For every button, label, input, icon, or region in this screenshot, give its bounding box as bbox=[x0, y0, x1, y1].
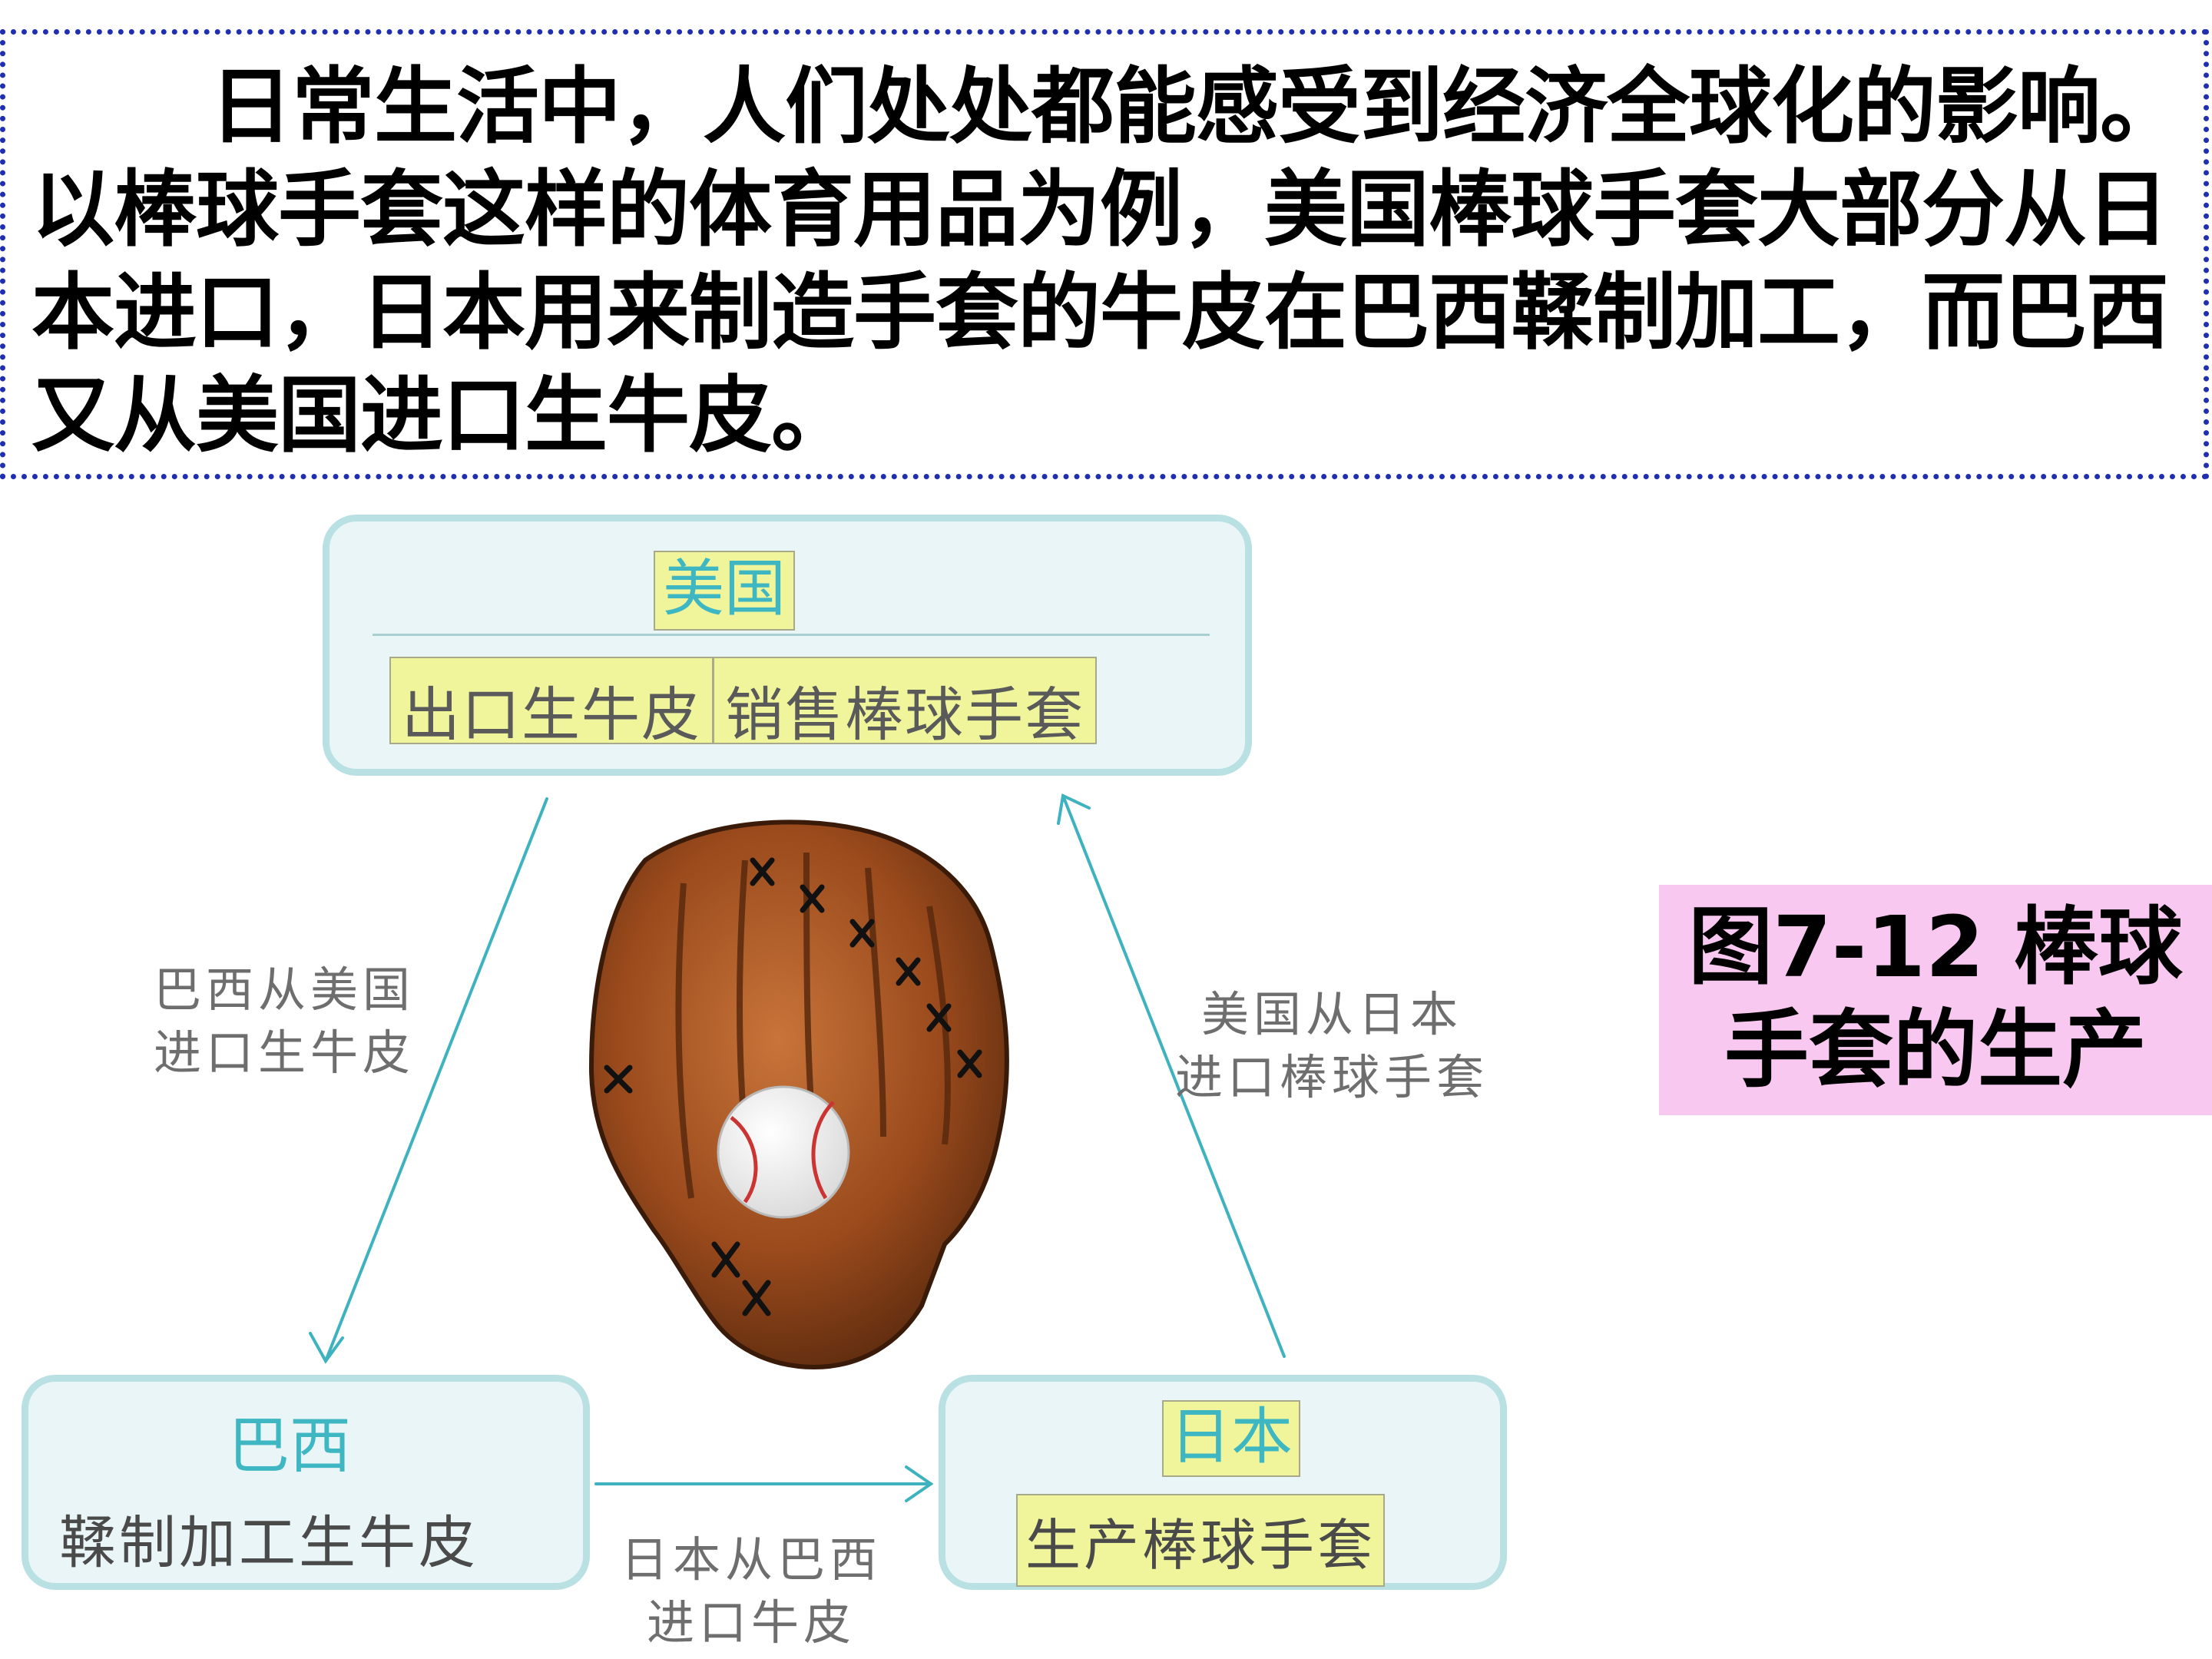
edge-label-line: 进口牛皮 bbox=[647, 1594, 856, 1651]
edge-label-line: 巴西从美国 bbox=[154, 962, 416, 1018]
edge-label-japan-from-brazil: 日本从巴西 进口牛皮 bbox=[621, 1528, 882, 1654]
edge-label-line: 日本从巴西 bbox=[621, 1532, 882, 1588]
node-usa: 美国 出口生牛皮 销售棒球手套 bbox=[323, 515, 1252, 776]
baseball bbox=[717, 1085, 850, 1219]
usa-export-cell: 出口生牛皮 bbox=[402, 680, 701, 749]
node-japan: 日本 生产棒球手套 bbox=[939, 1375, 1507, 1590]
usa-activities: 出口生牛皮 销售棒球手套 bbox=[389, 657, 1097, 749]
edge-label-line: 进口生牛皮 bbox=[154, 1025, 416, 1081]
usa-sell-cell: 销售棒球手套 bbox=[712, 658, 1095, 749]
intro-line-1: 日常生活中，人们处处都能感受到经济全球化的影响。 bbox=[210, 59, 2183, 155]
edge-label-usa-from-japan: 美国从日本 进口棒球手套 bbox=[1175, 983, 1488, 1109]
arrow-japan-to-usa bbox=[1061, 794, 1286, 1358]
brazil-title: 巴西 bbox=[228, 1410, 351, 1482]
arrow-usa-to-brazil bbox=[324, 797, 548, 1363]
edge-label-brazil-from-usa: 巴西从美国 进口生牛皮 bbox=[154, 959, 415, 1084]
intro-paragraph-box: 日常生活中，人们处处都能感受到经济全球化的影响。 以棒球手套这样的体育用品为例，… bbox=[0, 29, 2209, 479]
japan-title: 日本 bbox=[1162, 1400, 1300, 1477]
usa-title: 美国 bbox=[654, 551, 795, 631]
arrowhead-japan bbox=[905, 1465, 934, 1502]
japan-activity: 生产棒球手套 bbox=[1015, 1494, 1386, 1587]
caption-line-1: 图7-12 棒球 bbox=[1688, 898, 2183, 996]
usa-divider bbox=[373, 634, 1210, 636]
arrowhead-usa bbox=[1057, 793, 1091, 825]
arrowhead-brazil bbox=[309, 1332, 344, 1364]
intro-paragraph: 日常生活中，人们处处都能感受到经济全球化的影响。 以棒球手套这样的体育用品为例，… bbox=[31, 56, 2205, 468]
brazil-activity: 鞣制加工生牛皮 bbox=[59, 1510, 478, 1576]
edge-label-line: 进口棒球手套 bbox=[1175, 1049, 1489, 1105]
edge-label-line: 美国从日本 bbox=[1201, 986, 1463, 1042]
intro-line-rest: 以棒球手套这样的体育用品为例，美国棒球手套大部分从日本进口，日本用来制造手套的牛… bbox=[31, 162, 2169, 464]
caption-line-2: 手套的生产 bbox=[1724, 1001, 2147, 1099]
figure-caption: 图7-12 棒球 手套的生产 bbox=[1659, 885, 2212, 1115]
baseball-glove-image bbox=[588, 820, 1009, 1370]
node-brazil: 巴西 鞣制加工生牛皮 bbox=[22, 1375, 590, 1590]
